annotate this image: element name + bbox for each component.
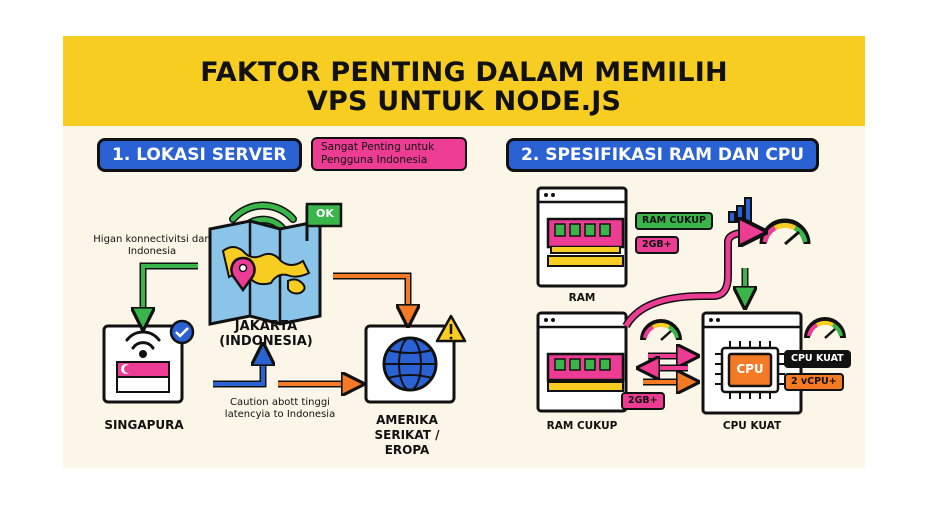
title-banner xyxy=(63,36,865,126)
location-pin-icon xyxy=(230,256,256,293)
cpu-chip-icon xyxy=(715,341,785,399)
cpu-tag: CPU KUAT xyxy=(784,350,851,368)
singapore-label: SINGAPURA xyxy=(104,418,184,432)
ram-bottom-size: 2GB+ xyxy=(621,392,665,410)
section-heading-location: 1. LOKASI SERVER xyxy=(97,138,302,172)
section-heading-specs: 2. SPESIFIKASI RAM DAN CPU xyxy=(506,138,820,172)
importance-note: Sangat Penting untuk Pengguna Indonesia xyxy=(311,137,467,171)
cpu-chip-label: CPU xyxy=(736,362,764,376)
globe-icon xyxy=(382,336,438,392)
jakarta-label: JAKARTA (INDONESIA) xyxy=(219,319,313,349)
ram-top-size: 2GB+ xyxy=(635,236,679,254)
bar-chart-icon xyxy=(728,197,752,223)
warning-icon xyxy=(435,314,467,343)
ram-top-label: RAM xyxy=(568,292,596,304)
wifi-icon-singapore xyxy=(125,330,161,358)
infographic: FAKTOR PENTING DALAM MEMILIH VPS UNTUK N… xyxy=(63,36,865,468)
diagram-artwork xyxy=(102,186,846,415)
server-singapore xyxy=(102,324,184,404)
ram-top-tag: RAM CUKUP xyxy=(635,212,713,230)
gauge-icon-cpu xyxy=(804,317,846,339)
ram-bottom-label: RAM CUKUP xyxy=(546,420,618,432)
cpu-vcpu-tag: 2 vCPU+ xyxy=(784,373,844,391)
caution-note: Caution abott tinggi latencyia to Indone… xyxy=(224,397,336,420)
cpu-label: CPU KUAT xyxy=(722,420,782,432)
check-icon xyxy=(169,319,195,345)
ram-module-icon xyxy=(546,217,625,267)
arrow-icon xyxy=(143,262,408,384)
connectivity-note: Higan konnectivitsi dan Indonesia xyxy=(93,234,211,257)
arrow-icon-right xyxy=(622,232,753,382)
ram-module-icon-2 xyxy=(546,352,625,392)
ok-badge: OK xyxy=(311,207,339,221)
title-line-1: FAKTOR PENTING DALAM MEMILIH xyxy=(200,57,728,88)
page-title: FAKTOR PENTING DALAM MEMILIH VPS UNTUK N… xyxy=(63,58,865,116)
us-europe-label: AMERIKA SERIKAT / EROPA xyxy=(374,413,440,457)
title-line-2: VPS UNTUK NODE.JS xyxy=(306,86,622,117)
gauge-icon-ram xyxy=(640,319,682,341)
gauge-icon xyxy=(759,218,811,246)
map-icon xyxy=(208,219,322,326)
